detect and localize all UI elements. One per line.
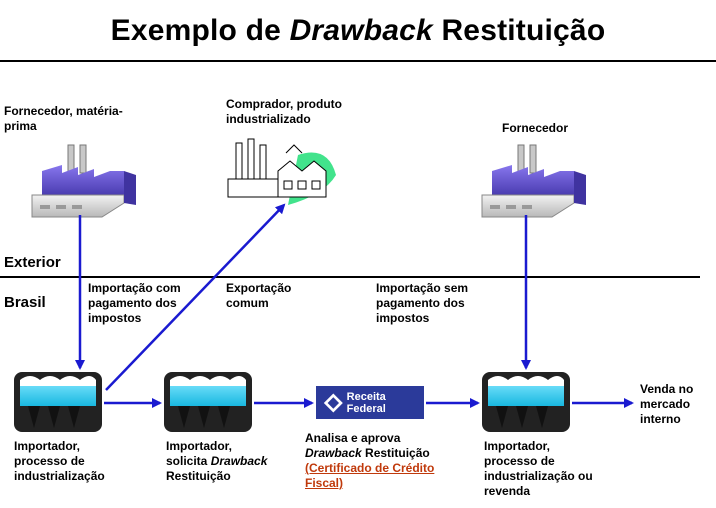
factory-icon-importer-3 [482,372,570,432]
factory-icon-importer-2 [164,372,252,432]
title-part-3: Restituição [432,14,606,47]
importer-2-line-3: Restituição [166,469,231,483]
node-label-supplier: Fornecedor [502,121,569,135]
factory-icon-supplier-raw [31,144,136,218]
factory-icon-importer-1 [14,372,102,432]
title-rule [0,60,716,62]
importer-2-line-2b: Drawback [210,454,268,468]
page-title: Exemplo de Drawback Restituição [0,14,716,48]
receita-federal-logo-text: Receita Federal [346,390,386,415]
node-label-importer-3: Importador, processo de industrialização… [484,439,593,498]
factory-icon-buyer [227,138,336,205]
receita-line-1: Analisa e aprova [305,431,401,445]
receita-emblem-icon [323,392,343,413]
node-label-market: Venda no mercado interno [640,382,694,426]
certificate-link[interactable]: (Certificado de Crédito Fiscal) [305,461,435,490]
edge-label-export: Exportação comum [226,281,292,310]
factory-icon-supplier [481,144,586,218]
node-label-supplier-raw: Fornecedor, matéria-prima [4,104,123,133]
node-label-importer-2: Importador, solicita Drawback Restituiçã… [166,439,296,484]
arrow-export [105,203,286,391]
receita-line-2a: Drawback [305,446,362,460]
region-exterior: Exterior [4,254,61,271]
node-label-receita: Analisa e aprova Drawback Restituição (C… [305,431,455,491]
importer-2-line-2a: solicita [166,454,211,468]
title-part-1: Exemplo de [110,14,290,47]
receita-line-2b: Restituição [361,446,430,460]
title-part-2: Drawback [289,14,433,47]
node-label-importer-1: Importador, processo de industrialização [14,439,105,483]
node-label-buyer: Comprador, produto industrializado [226,97,342,126]
importer-2-line-1: Importador, [166,439,233,453]
receita-federal-logo: Receita Federal [316,386,424,419]
edge-label-import-with-tax: Importação com pagamento dos impostos [88,281,181,325]
region-brasil: Brasil [4,294,46,311]
edge-label-import-without-tax: Importação sem pagamento dos impostos [376,281,469,325]
